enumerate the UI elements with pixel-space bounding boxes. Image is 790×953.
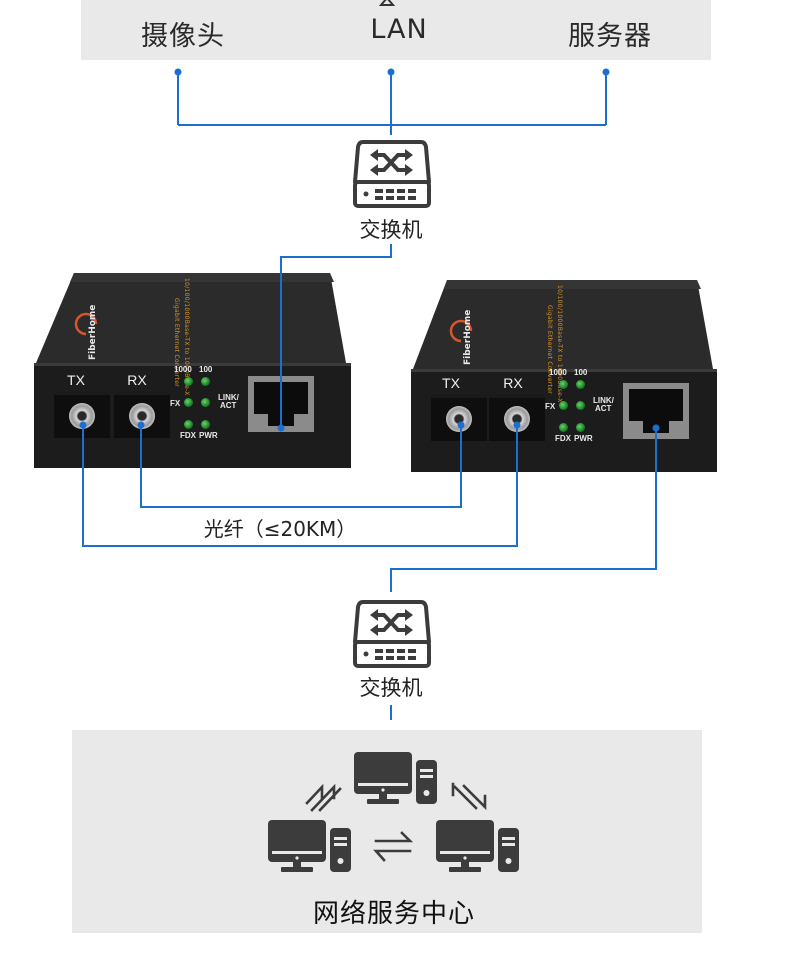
rx-port-label: RX [503, 375, 523, 391]
tx-port-label: TX [67, 372, 85, 388]
led-fdx [184, 420, 193, 429]
rx-port-label: RX [127, 372, 147, 388]
upstream-connector-icon [378, 0, 396, 6]
endpoint-dot-lan [387, 68, 395, 76]
led-label-fx: FX [170, 399, 181, 408]
endpoint-label-lan: LAN [370, 14, 428, 45]
led-label-act: ACT [220, 401, 237, 410]
line-converter2-to-switch2 [390, 428, 657, 592]
switch-label-upper: 交换机 [359, 218, 423, 242]
computer-left-icon [268, 820, 351, 872]
led-label-fx: FX [545, 402, 556, 411]
endpoint-label-camera: 摄像头 [141, 21, 225, 52]
port-dot-converter2-rj45 [652, 424, 660, 432]
network-switch-icon [353, 600, 431, 668]
led-label-pwr: PWR [574, 434, 593, 443]
led-label-link: LINK/ [593, 396, 614, 405]
port-dot-converter1-rx [137, 421, 145, 429]
tx-fiber-port[interactable] [431, 395, 487, 441]
led-1000 [559, 380, 568, 389]
led-fdx [559, 423, 568, 432]
led-link-act [576, 401, 585, 410]
line-fiber-rx1-tx2 [140, 425, 462, 508]
led-100 [201, 377, 210, 386]
led-label-link: LINK/ [218, 393, 239, 402]
network-switch-icon [353, 140, 431, 208]
led-100 [576, 380, 585, 389]
rx-fiber-port[interactable] [114, 392, 170, 438]
network-service-center-title: 网络服务中心 [312, 899, 476, 929]
led-pwr [576, 423, 585, 432]
led-label-100: 100 [574, 368, 588, 377]
endpoint-dot-camera [174, 68, 182, 76]
fiber-link-label: 光纤（≤20KM） [203, 517, 357, 541]
led-label-fdx: FDX [180, 431, 196, 440]
media-converter-left: FiberHome 10/100/1000Base-TX to 1000Base… [34, 270, 351, 468]
led-label-fdx: FDX [555, 434, 571, 443]
led-link-act [201, 398, 210, 407]
endpoint-label-server: 服务器 [568, 21, 652, 52]
endpoint-dot-server [602, 68, 610, 76]
port-dot-converter2-rx [513, 421, 521, 429]
led-pwr [201, 420, 210, 429]
led-1000 [184, 377, 193, 386]
led-label-act: ACT [595, 404, 612, 413]
led-label-100: 100 [199, 365, 213, 374]
port-dot-converter1-tx [79, 421, 87, 429]
computer-top-icon [354, 752, 437, 804]
top-endpoints-panel [81, 0, 711, 60]
line-switch1-to-converter1 [280, 244, 392, 428]
led-fx [184, 398, 193, 407]
port-dot-converter2-tx [457, 421, 465, 429]
exchange-arrows-right-icon [451, 782, 487, 811]
exchange-arrows-center-icon [373, 831, 414, 862]
tx-port-label: TX [442, 375, 460, 391]
port-dot-converter1-rj45 [277, 424, 285, 432]
line-fiber-tx1-rx2 [82, 425, 518, 547]
led-label-1000: 1000 [549, 368, 567, 377]
led-label-pwr: PWR [199, 431, 218, 440]
switch-label-lower: 交换机 [359, 676, 423, 700]
led-label-1000: 1000 [174, 365, 192, 374]
led-fx [559, 401, 568, 410]
computer-right-icon [436, 820, 519, 872]
exchange-arrows-left-icon [305, 783, 342, 812]
